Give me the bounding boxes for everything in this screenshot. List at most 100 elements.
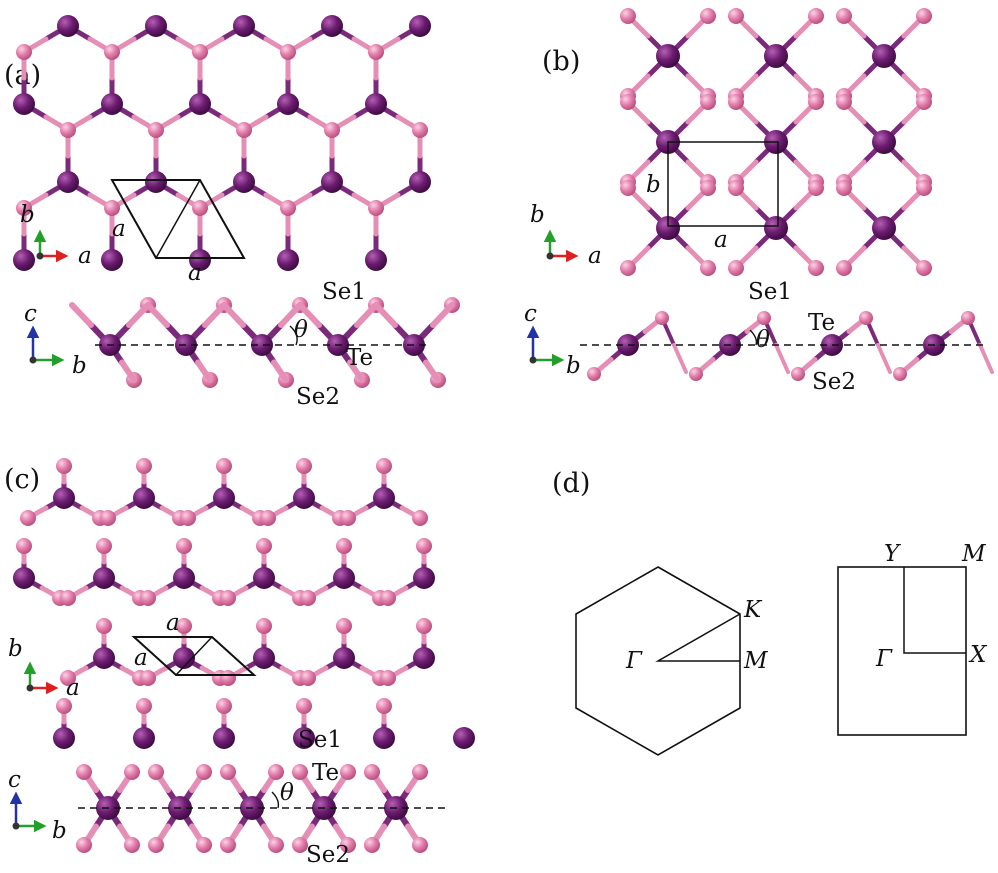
se-atom [176,618,192,634]
te-atom [233,15,255,37]
bond [69,302,94,328]
se-atom [296,698,312,714]
se-atom [216,458,232,474]
te-atom [872,216,896,240]
panel-a-se2-label: Se2 [296,384,340,410]
se-atom [292,837,308,853]
se-atom [280,44,296,60]
bond [430,302,455,328]
panel-d: (d) Γ K M Γ X Y M [552,468,988,756]
te-atom [333,647,355,669]
panel-b-lattice-b: b [646,172,661,198]
se-atom [100,510,116,526]
se-atom [20,510,36,526]
se-atom [124,837,140,853]
se-atom [757,311,771,325]
rect-bz-m: M [961,541,987,567]
bond [978,343,994,374]
panel-c-top-axes: b a [8,636,80,701]
se-atom [412,510,428,526]
se-atom [808,180,824,196]
se-atom [916,180,932,196]
se-atom [196,837,212,853]
se-atom [791,367,805,381]
se-atom [728,94,744,110]
te-atom [101,93,123,115]
se-atom [256,538,272,554]
se-atom [16,44,32,60]
panel-d-label: (d) [552,468,590,499]
se-atom [268,764,284,780]
se-atom [916,8,932,24]
panel-a-lattice-a1: a [112,216,126,242]
bond [347,359,365,383]
hex-bz-m: M [743,648,769,674]
se-atom [336,538,352,554]
te-atom [277,93,299,115]
se-atom [700,94,716,110]
se-atom [148,122,164,138]
te-atom [253,567,275,589]
hex-bz-k: K [743,597,763,623]
se-atom [700,260,716,276]
se-atom [60,670,76,686]
hexagonal-brillouin-zone: Γ K M [575,566,769,756]
panel-c-top-view [13,458,475,749]
panel-a-axis-a: a [78,243,92,269]
se-atom [364,764,380,780]
bond [195,359,213,383]
panel-b-label: (b) [542,46,580,77]
se-atom [620,180,636,196]
se-atom [380,670,396,686]
te-atom [413,567,435,589]
bond [672,343,688,374]
se-atom [60,122,76,138]
se-atom [260,510,276,526]
panel-c: (c) a a b a θ Se1 Te Se2 c b [4,458,475,868]
te-atom [145,15,167,37]
te-atom [251,334,273,356]
bond [145,302,170,328]
te-atom [293,487,315,509]
te-atom [93,647,115,669]
te-atom [213,727,235,749]
se-atom [148,764,164,780]
panel-a-side-view [69,297,460,388]
se-atom [728,260,744,276]
se-atom [16,200,32,216]
se-atom [220,670,236,686]
te-atom [53,727,75,749]
se-atom [96,538,112,554]
se-atom [140,590,156,606]
panel-c-side-axis-b: b [52,818,67,844]
bond [876,343,892,374]
bond [774,343,790,374]
se-atom [76,837,92,853]
se-atom [124,764,140,780]
panel-c-side-view [76,764,428,853]
se-atom [292,764,308,780]
bond [278,302,303,328]
te-atom [53,487,75,509]
se-atom [620,8,636,24]
panel-a-top-view [13,15,431,271]
te-atom [764,44,788,68]
te-atom [277,249,299,271]
panel-c-axis-a: a [66,675,80,701]
panel-b-axis-c: c [524,301,537,327]
panel-b: (b) b a b a θ Se1 Te Se2 c b [524,8,994,395]
se-atom [324,122,340,138]
se-atom [961,311,975,325]
panel-a-axis-c: c [24,301,37,327]
panel-b-lattice-a: a [714,227,728,253]
se-atom [76,764,92,780]
panel-c-te-label: Te [312,760,339,786]
bond [221,302,246,328]
se-atom [836,94,852,110]
se-atom [859,311,873,325]
se-atom [587,367,601,381]
se-atom [268,837,284,853]
panel-b-angle-theta: θ [756,327,770,353]
panel-c-label: (c) [4,464,40,495]
panel-c-angle-theta: θ [280,780,294,806]
